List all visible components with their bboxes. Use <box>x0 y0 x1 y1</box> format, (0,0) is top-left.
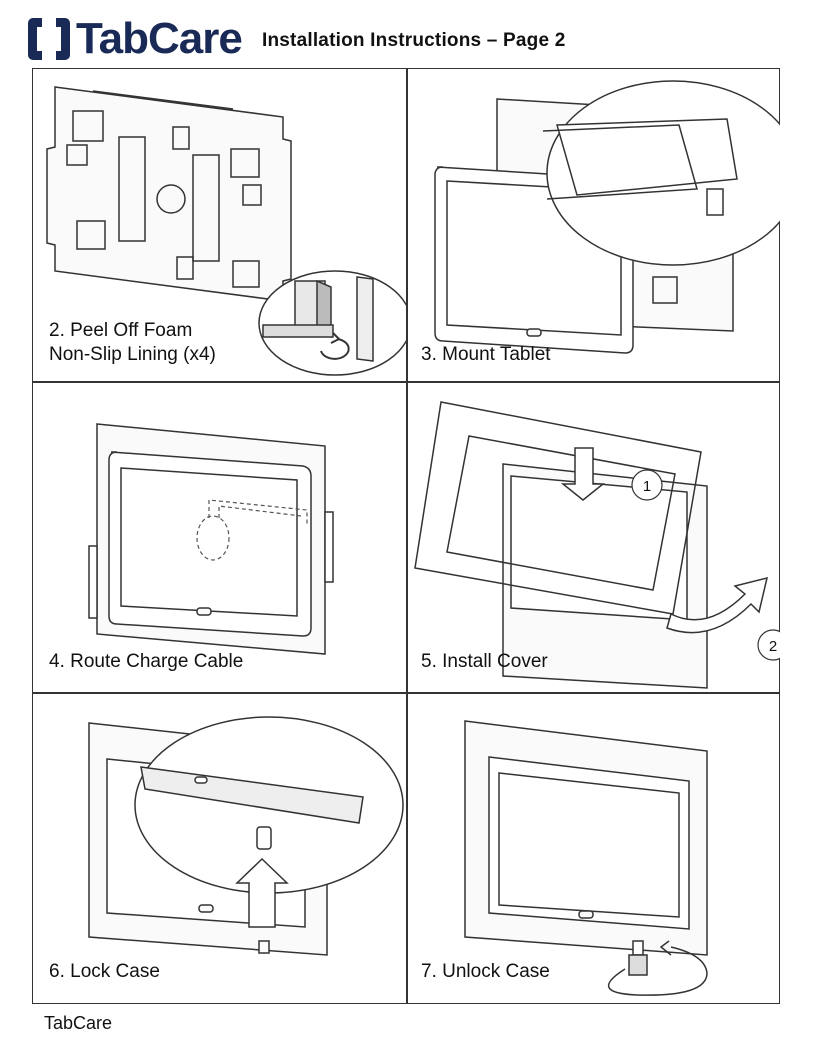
cover-frame <box>414 401 702 615</box>
step-2-caption: 2. Peel Off Foam Non-Slip Lining (x4) <box>49 319 216 367</box>
logo-bracket-icon <box>28 16 70 62</box>
step-7-caption: 7. Unlock Case <box>421 961 550 982</box>
step-4-caption: 4. Route Charge Cable <box>49 651 244 672</box>
route-cable-illustration <box>88 423 334 655</box>
step-marker-1 <box>631 469 663 501</box>
step-5-panel: 1 2 5. Install Cover <box>407 382 780 692</box>
mount-tablet-illustration <box>434 80 780 354</box>
step-4-panel: 4. Route Charge Cable <box>33 382 406 692</box>
tabcare-logo: TabCare <box>26 14 243 64</box>
step-marker-2 <box>757 629 780 661</box>
step-3-panel: 3. Mount Tablet <box>407 69 780 381</box>
foam-lining-zoom-illustration <box>258 270 406 376</box>
step-2-caption-line1: 2. Peel Off Foam <box>49 320 193 341</box>
step-marker-1-label: 1 <box>643 478 651 495</box>
down-arrow-icon <box>560 447 606 501</box>
install-cover-illustration: 1 2 <box>414 401 780 689</box>
step-6-caption: 6. Lock Case <box>49 961 160 982</box>
step-2-caption-line2: Non-Slip Lining (x4) <box>49 344 216 365</box>
rotate-arrow-icon <box>666 576 769 634</box>
grid-divider-row2 <box>33 692 779 694</box>
instruction-grid: 2. Peel Off Foam Non-Slip Lining (x4) 3.… <box>32 68 780 1004</box>
step-marker-2-label: 2 <box>769 638 777 655</box>
wall-plate-illustration <box>46 86 292 302</box>
step-7-panel: 7. Unlock Case <box>407 693 780 1004</box>
lock-zoom-circle <box>134 716 404 894</box>
unlock-case-illustration <box>464 720 708 996</box>
peel-arrow-icon <box>320 332 350 360</box>
grid-divider-row1 <box>33 381 779 383</box>
turn-key-arrow-icon <box>607 940 708 996</box>
step-5-caption: 5. Install Cover <box>421 651 548 672</box>
grid-divider-vertical <box>406 69 408 1003</box>
step-6-panel: 6. Lock Case <box>33 693 406 1004</box>
up-arrow-icon <box>235 857 289 928</box>
step-2-panel: 2. Peel Off Foam Non-Slip Lining (x4) <box>33 69 406 381</box>
mount-zoom-circle <box>542 80 780 266</box>
brand-name: TabCare <box>76 14 243 63</box>
step-3-caption: 3. Mount Tablet <box>421 344 551 365</box>
lock-case-illustration <box>88 716 404 956</box>
page-title: Installation Instructions – Page 2 <box>262 30 566 51</box>
footer-brand: TabCare <box>44 1013 113 1033</box>
key-icon <box>628 940 648 976</box>
charge-cable-path <box>196 499 308 561</box>
